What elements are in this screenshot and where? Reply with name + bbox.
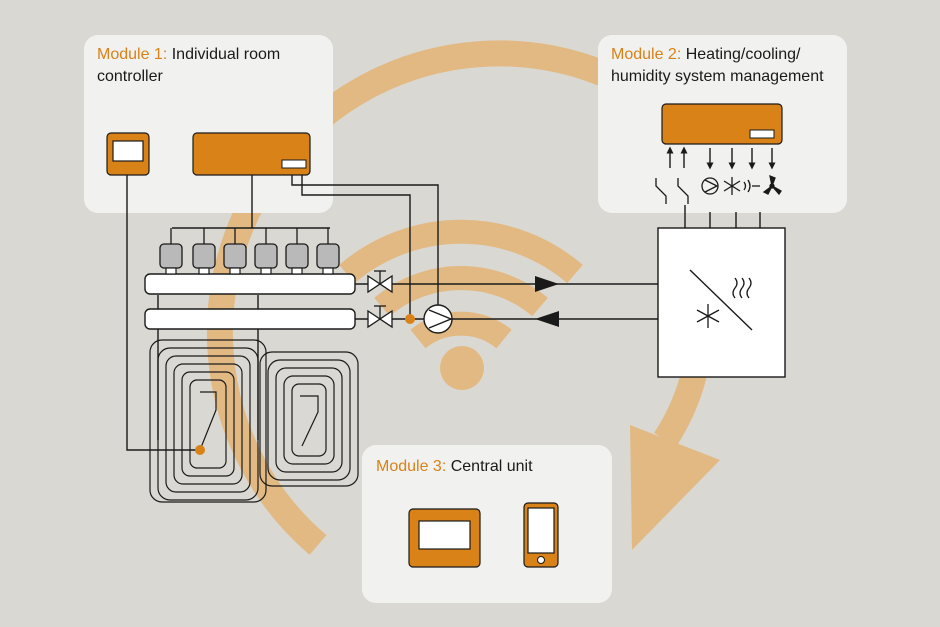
heat-generator-icon	[657, 227, 786, 378]
heat-waves-icon	[732, 277, 752, 299]
return-arrow-icon	[535, 311, 559, 327]
switch-icon	[655, 178, 689, 204]
module-3-title-line1: Central unit	[450, 458, 533, 475]
module-2-title-line1: Heating/cooling/	[685, 46, 801, 63]
actuator-icon	[223, 228, 247, 275]
valve-icon	[367, 270, 393, 294]
pump-symbol-icon	[701, 177, 719, 195]
module-1-number: Module 1:	[97, 46, 168, 63]
return-manifold	[144, 308, 356, 330]
wifi-signal-icon	[339, 219, 583, 390]
actuator-row	[159, 228, 340, 275]
valve-icon	[367, 305, 393, 329]
actuator-icon	[285, 228, 309, 275]
floor-loop-outlines	[149, 339, 359, 503]
floor-heating-loop-icon	[267, 359, 351, 481]
snowflake-icon	[696, 304, 720, 328]
module-1-title: Module 1: Individual room controller	[97, 44, 280, 88]
dehumidifier-icon	[762, 174, 782, 196]
signal-arrows	[666, 146, 776, 170]
tablet-icon	[408, 508, 481, 568]
actuator-icon	[316, 228, 340, 275]
supply-manifold	[144, 273, 356, 295]
actuator-icon	[159, 228, 183, 275]
floor-heating-loop-icon	[157, 347, 259, 501]
snowflake-icon	[723, 177, 741, 195]
module-1-title-line1: Individual room	[171, 46, 281, 63]
flow-arrow-icon	[535, 276, 559, 292]
actuator-icon	[192, 228, 216, 275]
actuator-icon	[254, 228, 278, 275]
module-2-title-line2: humidity system management	[611, 68, 824, 85]
system-management-unit-icon	[661, 103, 783, 145]
pump-icon	[423, 304, 453, 334]
module-3-title: Module 3: Central unit	[376, 456, 533, 478]
module-1-title-line2: controller	[97, 68, 163, 85]
module-3-number: Module 3:	[376, 458, 447, 475]
smartphone-icon	[523, 502, 559, 568]
temperature-sensor-icon	[405, 314, 415, 324]
module-2-title: Module 2: Heating/cooling/ humidity syst…	[611, 44, 824, 88]
room-thermostat-icon	[106, 132, 150, 176]
controller-unit-icon	[192, 132, 311, 176]
module-2-number: Module 2:	[611, 46, 682, 63]
humidity-fan-icon	[743, 179, 760, 193]
